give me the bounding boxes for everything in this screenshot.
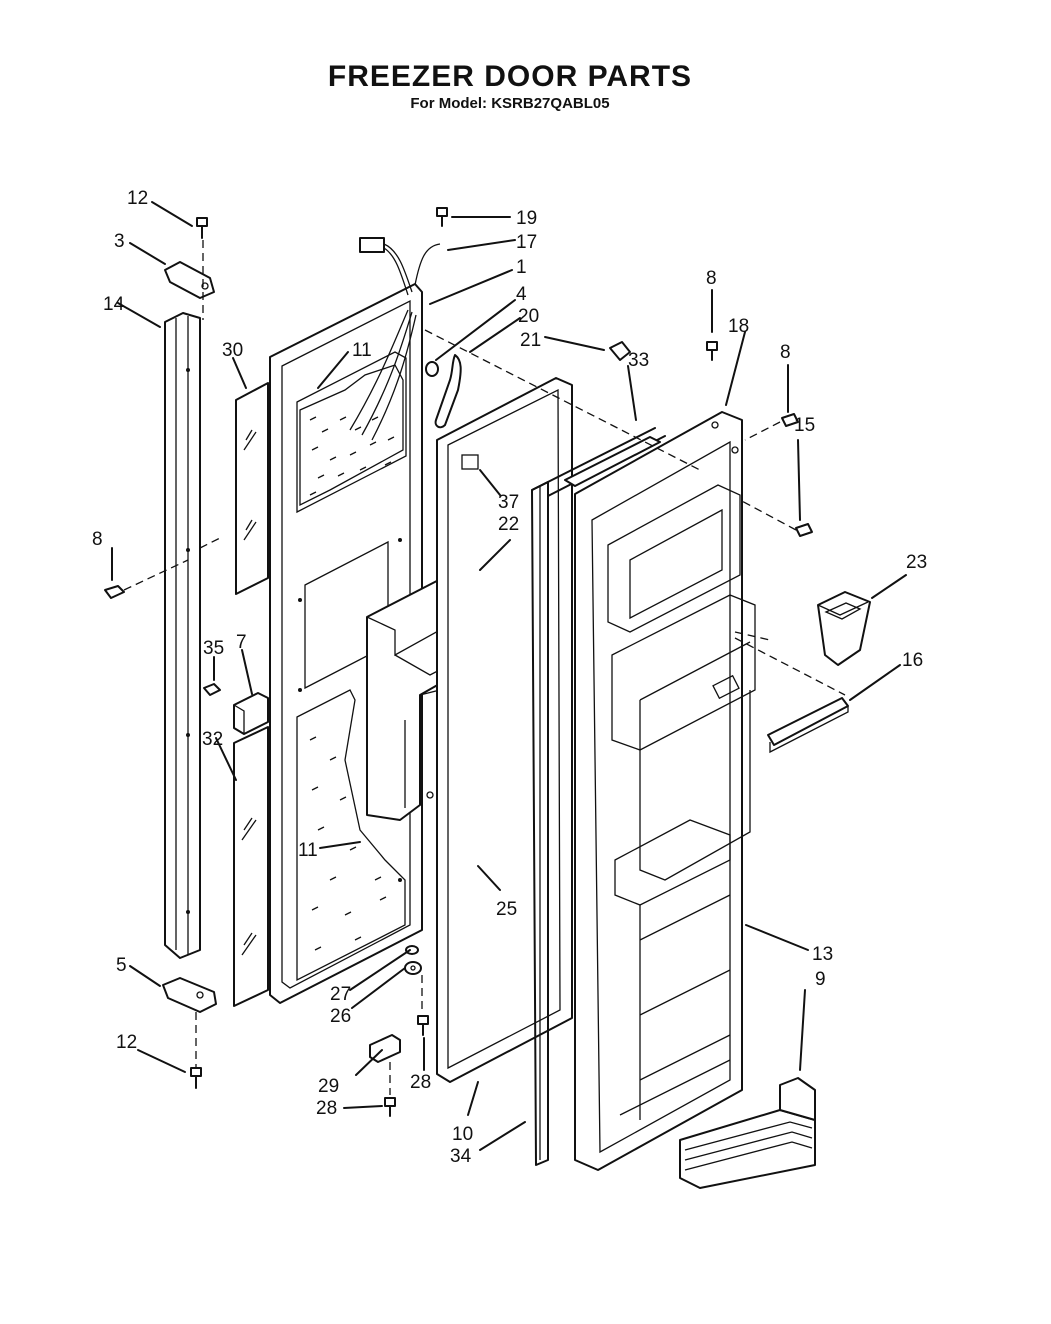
callout-20: 20 xyxy=(518,306,539,327)
callout-15: 15 xyxy=(794,415,815,436)
callout-8-top: 8 xyxy=(706,268,717,289)
callout-19: 19 xyxy=(516,208,537,229)
callout-22: 22 xyxy=(498,514,519,535)
callout-12-top: 12 xyxy=(127,188,148,209)
bottom-hinge xyxy=(162,977,217,1013)
top-hinge-screw xyxy=(196,217,208,239)
glass-bracket xyxy=(233,692,269,735)
callout-35: 35 xyxy=(203,638,224,659)
top-strip xyxy=(564,436,661,487)
bracket-screw xyxy=(203,683,221,696)
plug xyxy=(425,361,439,377)
callout-8-right: 8 xyxy=(780,342,791,363)
callout-10: 10 xyxy=(452,1124,473,1145)
callout-25: 25 xyxy=(496,899,517,920)
callout-32: 32 xyxy=(202,729,223,750)
door-bins xyxy=(679,1077,816,1189)
callout-30: 30 xyxy=(222,340,243,361)
model-subtitle: For Model: KSRB27QABL05 xyxy=(410,95,610,112)
door-screw-side xyxy=(781,413,799,427)
callout-4: 4 xyxy=(516,284,527,305)
door-liner-panel xyxy=(436,377,573,1083)
callout-3: 3 xyxy=(114,231,125,252)
bushing xyxy=(405,945,419,955)
callout-11-upper: 11 xyxy=(352,340,372,361)
bottom-hinge-screw xyxy=(190,1067,202,1089)
callout-28-left: 28 xyxy=(316,1098,337,1119)
callout-11-lower: 11 xyxy=(298,840,318,861)
callout-37: 37 xyxy=(498,492,519,513)
page-title: FREEZER DOOR PARTS xyxy=(327,60,693,93)
outer-door-shelf-assembly xyxy=(574,411,756,1171)
callout-13: 13 xyxy=(812,944,833,965)
hinge-trim-strip xyxy=(164,312,201,959)
freezer-door-frame xyxy=(269,283,423,1004)
callout-16: 16 xyxy=(902,650,923,671)
callout-23: 23 xyxy=(906,552,927,573)
connector xyxy=(609,341,631,361)
dispenser-chute xyxy=(817,591,871,666)
dispenser-rail xyxy=(767,697,849,754)
callout-12-bottom: 12 xyxy=(116,1032,137,1053)
callout-7: 7 xyxy=(236,632,247,653)
callout-29: 29 xyxy=(318,1076,339,1097)
washer xyxy=(404,961,422,975)
harness-screw xyxy=(436,207,448,227)
callout-18: 18 xyxy=(728,316,749,337)
callout-28-right: 28 xyxy=(410,1072,431,1093)
bracket-screw-lower xyxy=(384,1097,396,1117)
callout-9: 9 xyxy=(815,969,826,990)
wire-harness xyxy=(349,237,441,441)
top-hinge xyxy=(164,261,215,299)
trim-screw-left xyxy=(104,585,125,599)
callout-34: 34 xyxy=(450,1146,472,1167)
upper-glass-panel xyxy=(235,382,269,595)
callout-27: 27 xyxy=(330,984,351,1005)
callout-14: 14 xyxy=(103,294,125,315)
callout-5: 5 xyxy=(116,955,127,976)
tube-upper xyxy=(434,354,462,429)
cam-screw xyxy=(417,1015,429,1036)
callout-26: 26 xyxy=(330,1006,351,1027)
callout-17: 17 xyxy=(516,232,537,253)
door-screw-top xyxy=(706,341,718,361)
callout-8-left: 8 xyxy=(92,529,103,550)
callout-21: 21 xyxy=(520,330,541,351)
door-screw-lower xyxy=(795,523,813,537)
callout-1: 1 xyxy=(516,257,527,278)
callout-33: 33 xyxy=(628,350,649,371)
lower-glass-panel xyxy=(233,726,269,1007)
